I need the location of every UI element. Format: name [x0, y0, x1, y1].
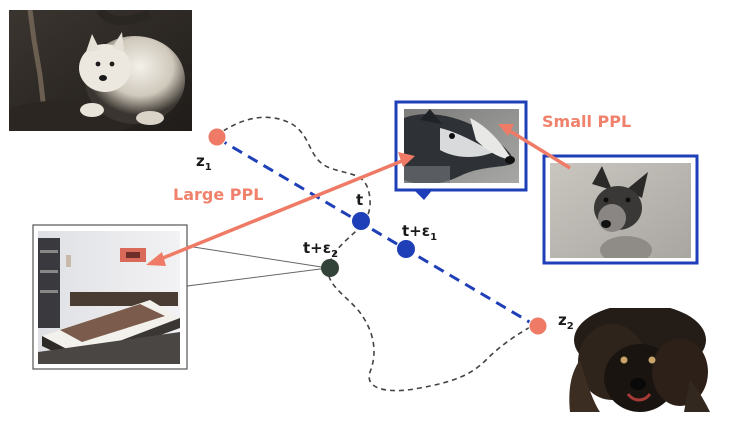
large-ppl-arrowhead-left — [146, 252, 166, 266]
large-ppl-arrow — [157, 159, 403, 262]
large-ppl-arrowhead-right — [398, 152, 415, 167]
label-t: t — [356, 191, 363, 209]
bedroom-photo — [38, 231, 180, 364]
label-z1: z1 — [196, 152, 212, 173]
label-small-ppl: Small PPL — [542, 112, 631, 131]
node-z2 — [528, 316, 548, 336]
latent-dashed-curve — [215, 116, 533, 392]
label-large-ppl: Large PPL — [173, 185, 263, 204]
small-ppl-arrow — [504, 126, 571, 170]
node-z1 — [207, 127, 227, 147]
dark-long-haired-dog-photo — [556, 308, 716, 412]
dog-side-profile-photo — [404, 109, 519, 183]
label-t-eps2: t+ε2 — [303, 239, 338, 260]
label-z2: z2 — [558, 311, 574, 332]
node-t-eps2 — [321, 259, 339, 277]
node-t — [352, 212, 370, 230]
white-dog-photo — [9, 10, 192, 131]
label-t-eps1: t+ε1 — [402, 222, 437, 243]
node-t-eps1 — [397, 240, 415, 258]
small-ppl-arrowhead — [498, 124, 514, 136]
interpolation-line — [216, 136, 539, 329]
dog-front-face-photo — [550, 163, 691, 258]
